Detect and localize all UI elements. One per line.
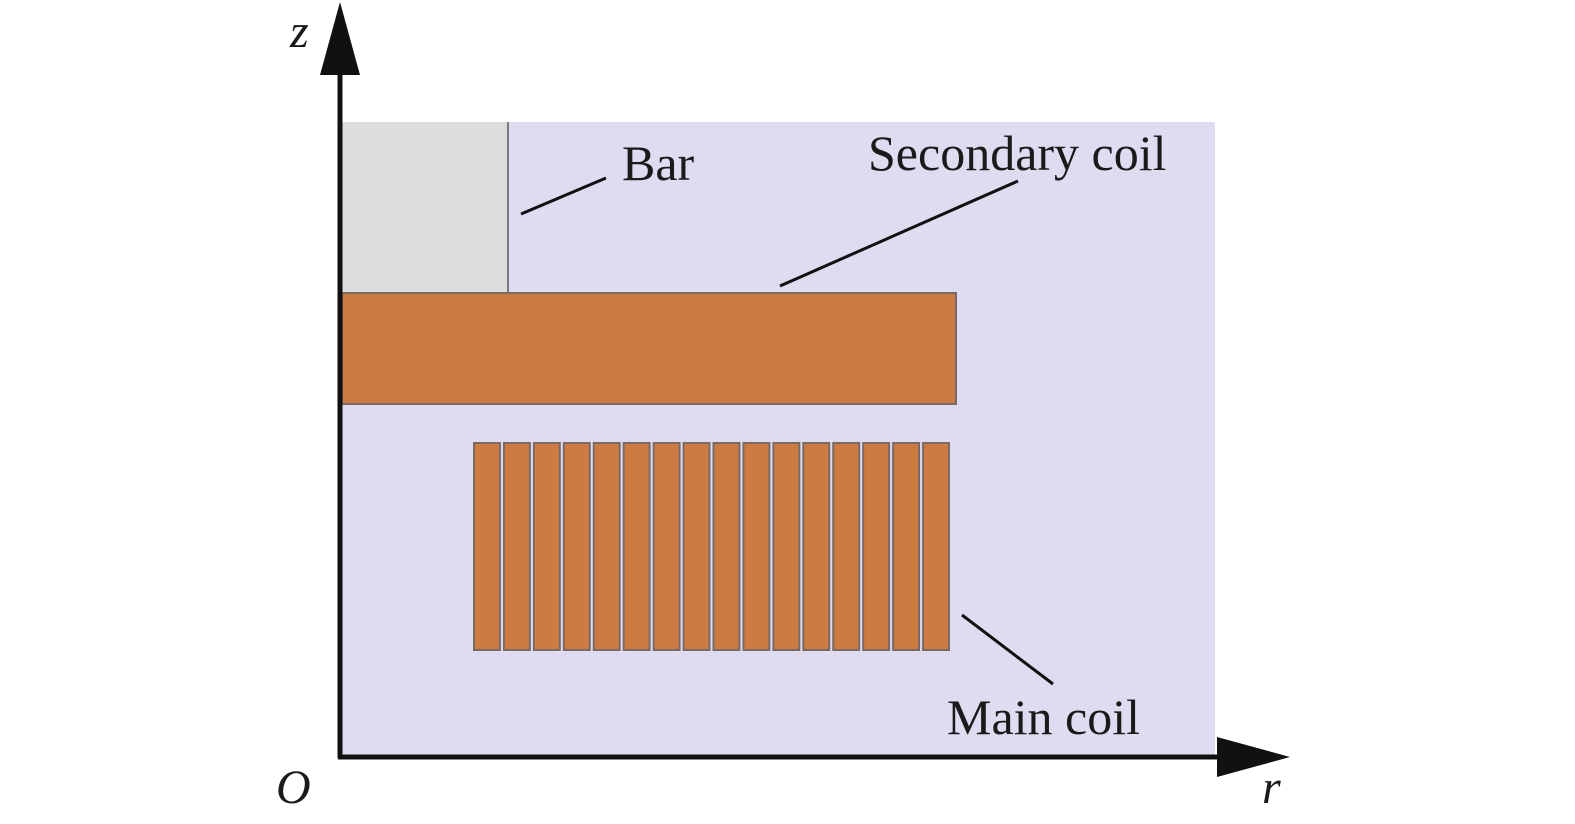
- main-coil-label: Main coil: [947, 689, 1140, 745]
- main-coil-turn: [682, 442, 711, 651]
- main-coil-turn: [502, 442, 531, 651]
- main-coil-turn: [742, 442, 771, 651]
- bar-leader-line: [520, 176, 607, 216]
- main-coil-leader-line: [961, 613, 1054, 686]
- main-coil-turn: [562, 442, 591, 651]
- bar-region: [342, 122, 508, 293]
- main-coil-turn: [892, 442, 921, 651]
- main-coil-turn: [712, 442, 741, 651]
- z-axis-arrowhead: [320, 2, 360, 75]
- secondary-coil-leader-line: [779, 179, 1019, 288]
- secondary-coil: [341, 292, 957, 405]
- origin-label: O: [276, 761, 311, 814]
- r-axis-arrowhead: [1217, 737, 1290, 777]
- main-coil-turn: [922, 442, 950, 651]
- main-coil-turn: [532, 442, 561, 651]
- main-coil-turn: [652, 442, 681, 651]
- main-coil-turn: [772, 442, 801, 651]
- main-coil-turn: [592, 442, 621, 651]
- main-coil-turn: [473, 442, 501, 651]
- z-axis-label: z: [289, 5, 309, 58]
- secondary-coil-label: Secondary coil: [868, 125, 1167, 181]
- bar-label: Bar: [622, 135, 695, 191]
- main-coil-turn: [832, 442, 861, 651]
- main-coil-turn: [622, 442, 651, 651]
- r-axis-label: r: [1262, 761, 1281, 814]
- main-coil: [473, 442, 950, 651]
- main-coil-turn: [802, 442, 831, 651]
- main-coil-turn: [862, 442, 891, 651]
